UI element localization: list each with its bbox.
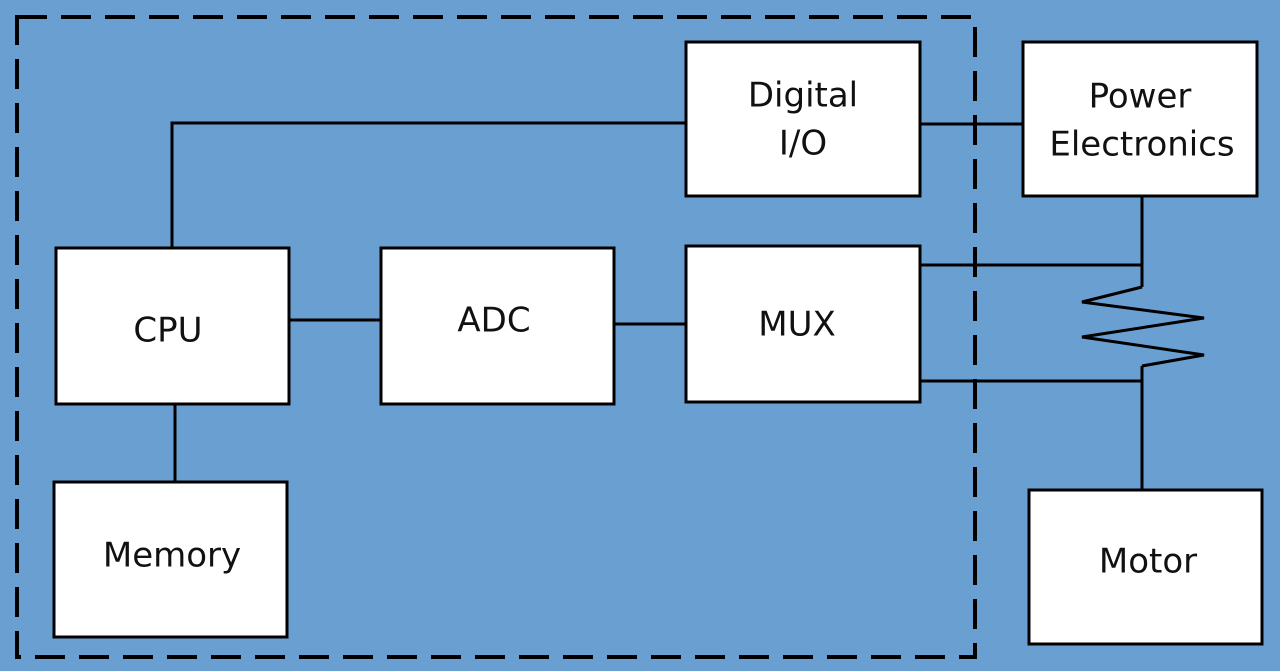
controller-boundary: [15, 15, 977, 659]
mux-block: MUX: [684, 244, 922, 404]
power-electronics-label-line1: Power: [1089, 77, 1192, 117]
adc-box: [379, 246, 616, 406]
cpu-block: CPU: [54, 246, 291, 406]
motor-label: Motor: [1099, 542, 1197, 582]
cpu-label: CPU: [133, 311, 202, 351]
digital-io-label-line2: I/O: [779, 124, 827, 164]
adc-block: ADC: [379, 246, 616, 406]
cpu-box: [54, 246, 291, 406]
memory-block: Memory: [52, 480, 289, 639]
power-electronics-label-line2: Electronics: [1049, 125, 1234, 165]
wires: [170, 121, 1205, 490]
digital-io-box: [684, 40, 922, 198]
memory-label: Memory: [103, 536, 241, 576]
mux-box: [684, 244, 922, 404]
adc-label: ADC: [457, 301, 530, 341]
power-electronics-block: Power Electronics: [1021, 40, 1259, 198]
memory-box: [52, 480, 289, 639]
motor-box: [1027, 488, 1264, 646]
digital-io-block: Digital I/O: [684, 40, 922, 198]
power-electronics-box: [1021, 40, 1259, 198]
mux-label: MUX: [758, 305, 836, 345]
resistor: [1081, 285, 1205, 368]
motor-block: Motor: [1027, 488, 1264, 646]
digital-io-label-line1: Digital: [748, 76, 858, 116]
wire-cpu-digital-io: [170, 121, 686, 248]
